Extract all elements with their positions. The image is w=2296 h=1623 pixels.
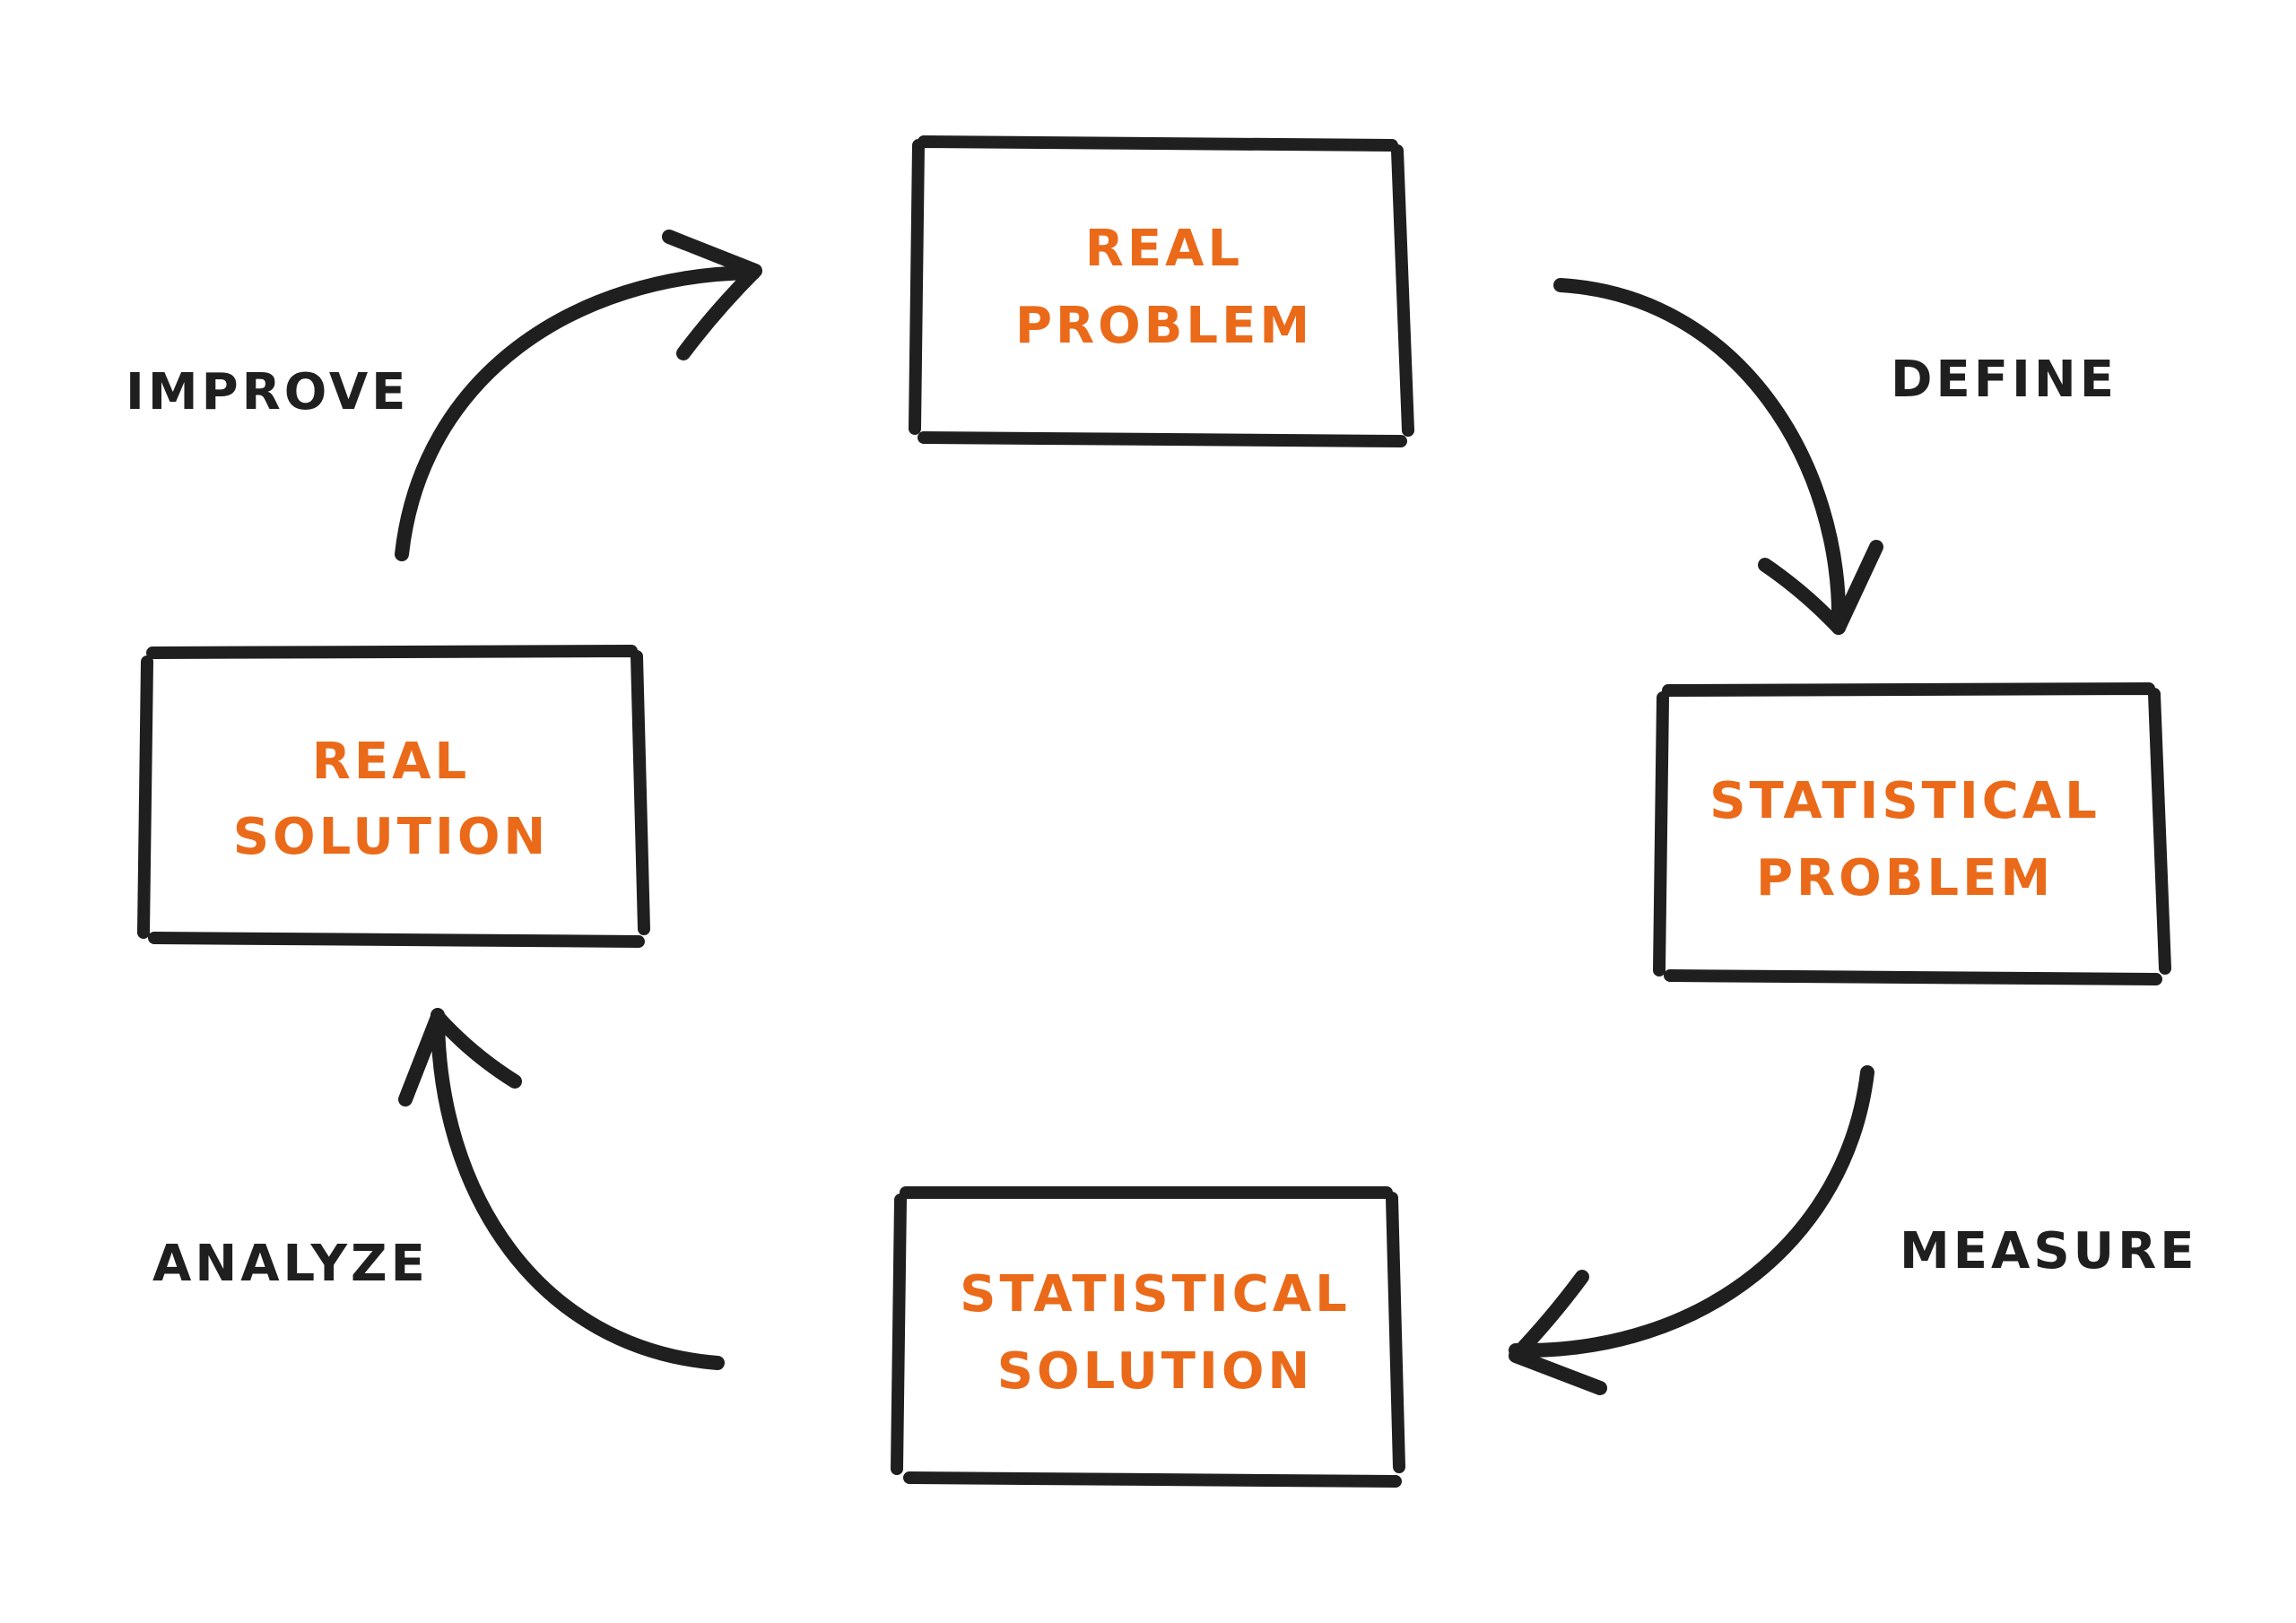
edge-measure-label: MEASURE bbox=[1900, 1222, 2198, 1280]
edge-improve-arrowhead bbox=[662, 230, 762, 360]
node-real-problem: REAL PROBLEM bbox=[909, 135, 1414, 447]
node-real-solution-line-1: REAL bbox=[312, 733, 470, 791]
edge-analyze-curve bbox=[430, 1008, 725, 1370]
edge-analyze-arrowhead bbox=[398, 1010, 522, 1107]
edge-measure: MEASURE bbox=[1509, 1065, 2198, 1395]
node-real-problem-frame bbox=[909, 135, 1414, 447]
node-statistical-problem-line-2: PROBLEM bbox=[1756, 849, 2054, 907]
node-statistical-problem-frame bbox=[1653, 682, 2171, 985]
node-real-solution-frame bbox=[137, 645, 650, 948]
edge-improve: IMPROVE bbox=[126, 230, 762, 561]
node-statistical-problem-line-1: STATISTICAL bbox=[1709, 772, 2100, 830]
edge-improve-label: IMPROVE bbox=[126, 363, 409, 421]
node-real-solution: REAL SOLUTION bbox=[137, 645, 650, 948]
edge-define-arrowhead bbox=[1758, 540, 1883, 635]
edge-define-label: DEFINE bbox=[1891, 351, 2118, 409]
edge-analyze: ANALYZE bbox=[152, 1008, 725, 1370]
node-statistical-problem: STATISTICAL PROBLEM bbox=[1653, 682, 2171, 985]
node-real-solution-line-2: SOLUTION bbox=[233, 808, 550, 866]
edge-define: DEFINE bbox=[1553, 278, 2118, 635]
edge-analyze-label: ANALYZE bbox=[152, 1235, 429, 1293]
node-statistical-solution-line-2: SOLUTION bbox=[997, 1342, 1314, 1401]
node-statistical-solution-frame bbox=[891, 1186, 1405, 1488]
node-statistical-solution: STATISTICAL SOLUTION bbox=[891, 1186, 1405, 1488]
node-statistical-solution-line-1: STATISTICAL bbox=[960, 1265, 1351, 1324]
edge-measure-arrowhead bbox=[1509, 1270, 1607, 1395]
edge-define-curve bbox=[1553, 278, 1847, 635]
edge-measure-curve bbox=[1509, 1065, 1874, 1358]
edge-improve-curve bbox=[395, 265, 761, 561]
node-real-problem-line-2: PROBLEM bbox=[1015, 297, 1313, 355]
node-real-problem-line-1: REAL bbox=[1085, 220, 1243, 278]
